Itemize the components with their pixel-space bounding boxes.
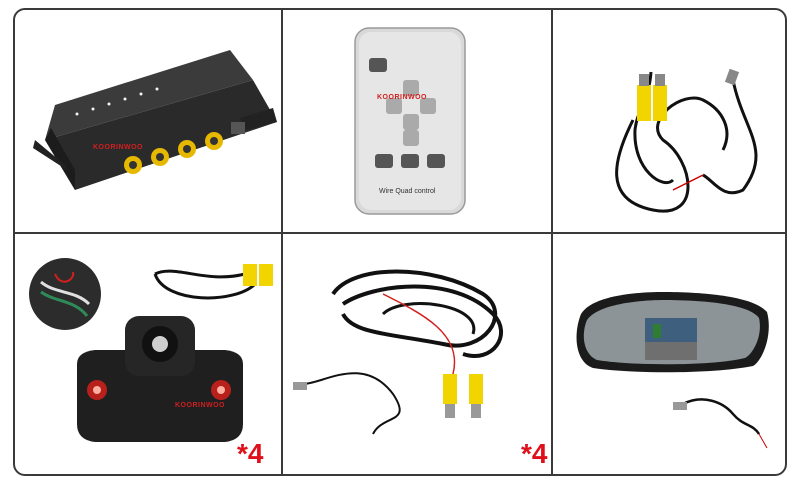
switch-box-image [33,50,277,190]
side-camera-image [29,258,273,442]
brand-watermark: KOORINWOO [377,94,427,101]
quantity-label: *4 [521,438,548,469]
remote-control-image [354,27,466,215]
quantity-label: *4 [237,438,264,469]
panel-side-camera: KOORINWOO *4 [15,234,281,474]
rearview-mirror-monitor-image [576,292,769,449]
product-grid: KOORINWOO KOORINWOO Wire Quad control [13,8,787,476]
grid-divider-vertical-1 [281,10,283,474]
panel-power-video-cable [553,10,785,232]
panel-rca-extension-cable: *4 [283,234,551,474]
power-video-cable-image [615,68,758,213]
panel-remote-control: KOORINWOO Wire Quad control [283,10,551,232]
rca-extension-cable-image [293,269,504,435]
grid-divider-horizontal [15,232,785,234]
panel-rearview-mirror-monitor [553,234,785,474]
brand-watermark: KOORINWOO [93,144,143,151]
panel-switch-box: KOORINWOO [15,10,281,232]
remote-caption: Wire Quad control [379,188,436,195]
grid-divider-vertical-2 [551,10,553,474]
brand-watermark: KOORINWOO [175,402,225,409]
